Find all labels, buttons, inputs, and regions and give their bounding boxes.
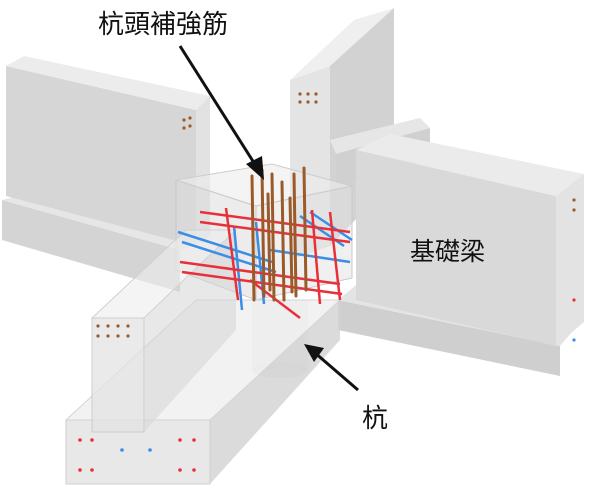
label-pile-head-rebar: 杭頭補強筋 <box>98 10 229 40</box>
foundation-beam-front <box>64 229 342 485</box>
label-foundation-beam: 基礎梁 <box>410 237 486 266</box>
beam-back-left <box>2 56 210 292</box>
pile-head-rebar <box>250 166 308 302</box>
label-pile: 杭 <box>362 404 389 434</box>
rebar-blue <box>177 210 353 311</box>
foundation-beam-right <box>338 134 584 376</box>
arrow-pile <box>304 344 359 392</box>
arrow-pile-head-rebar <box>178 45 264 180</box>
rebar-red <box>179 207 351 319</box>
rebar-dots <box>78 92 576 472</box>
